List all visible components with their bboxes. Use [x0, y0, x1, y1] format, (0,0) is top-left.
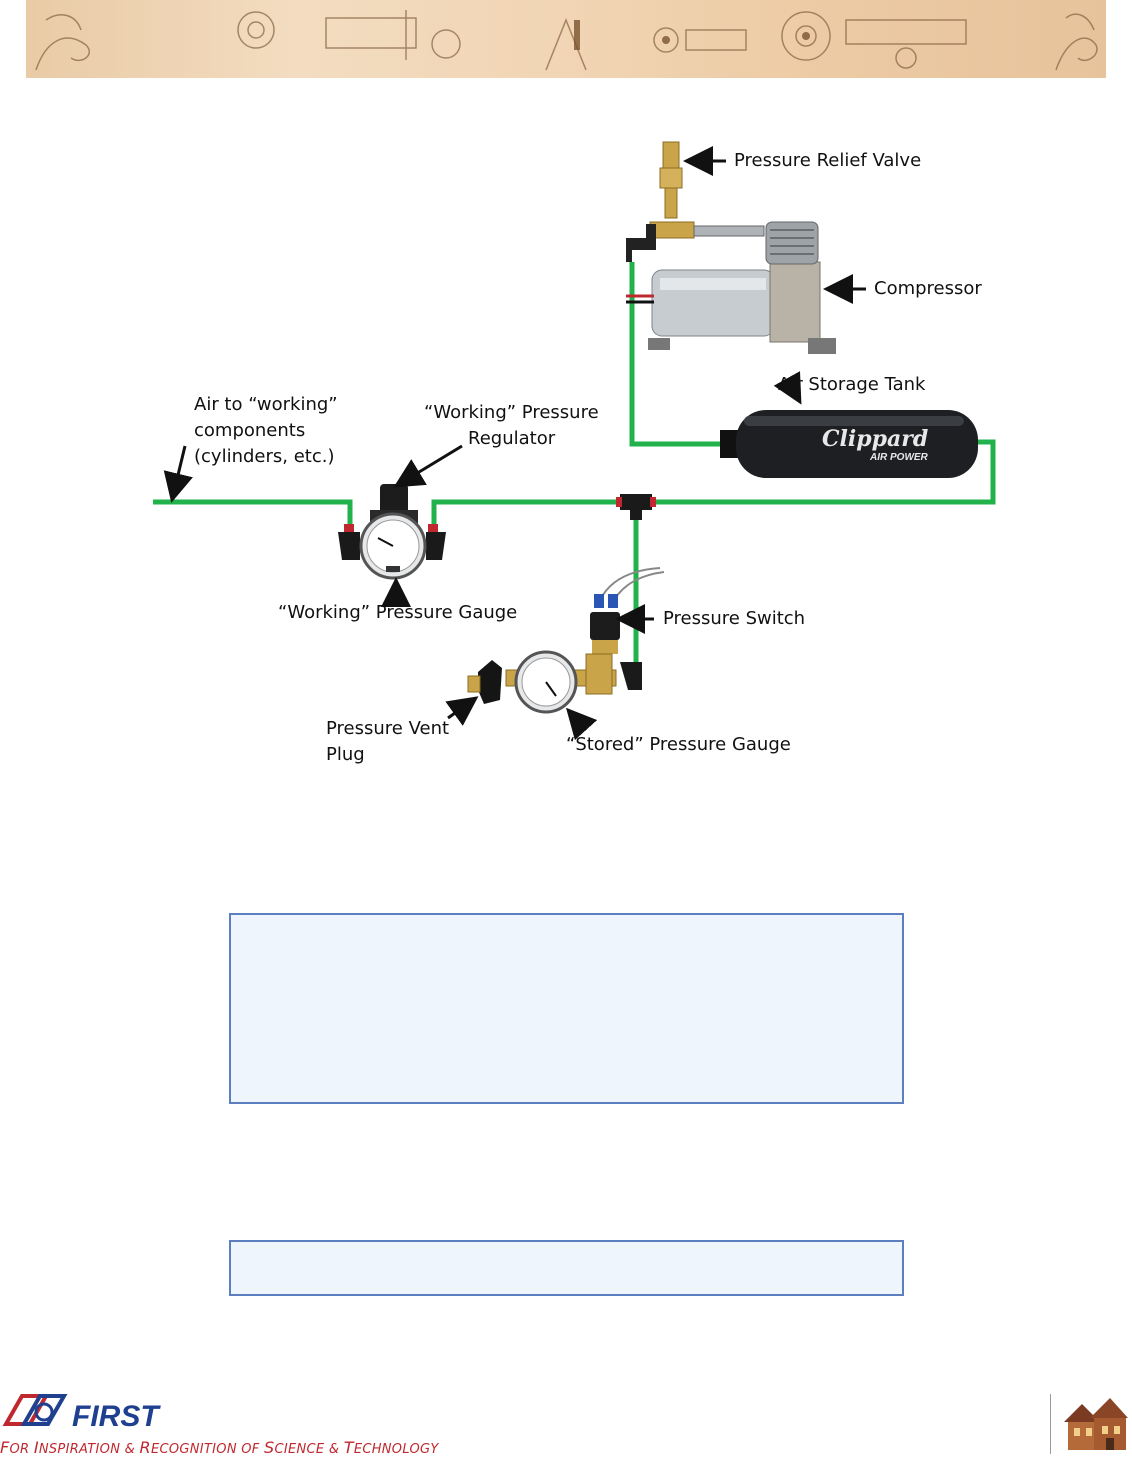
label-air-to-working-line3: (cylinders, etc.) [194, 446, 335, 467]
info-box-large [229, 913, 904, 1104]
tagline-word: OR [9, 1442, 34, 1457]
air-storage-tank: Clippard AIR POWER [720, 410, 978, 478]
label-air-to-working-line2: components [194, 420, 306, 441]
label-pressure-relief-valve: Pressure Relief Valve [734, 150, 922, 171]
pneumatic-diagram: Clippard AIR POWER [153, 141, 996, 741]
label-compressor: Compressor [874, 278, 982, 299]
tagline-initial: I [33, 1438, 39, 1457]
compressor [626, 221, 836, 354]
mansion-icon [1064, 1398, 1128, 1450]
stored-pressure-gauge [514, 650, 578, 714]
tube-compressor-to-tank [629, 262, 725, 447]
tube-working-out [153, 499, 353, 530]
label-working-regulator-line2: Regulator [468, 428, 556, 449]
footer-divider [1050, 1394, 1051, 1454]
arrow-vent-plug [445, 696, 479, 726]
arrow-working-out [163, 445, 193, 503]
pressure-switch [590, 567, 665, 654]
first-logo-mark: FIRST [2, 1394, 161, 1433]
pressure-relief-valve [659, 141, 683, 219]
label-working-regulator-line1: “Working” Pressure [424, 402, 599, 423]
label-working-gauge: “Working” Pressure Gauge [278, 602, 518, 623]
tank-brand-text: Clippard [822, 426, 928, 452]
label-vent-plug-line2: Plug [326, 744, 365, 765]
arrow-stored-gauge [565, 707, 598, 741]
working-pressure-gauge [359, 512, 427, 580]
first-logo-text: FIRST [72, 1400, 161, 1433]
first-logo: FIRST [0, 1388, 180, 1441]
info-box-small [229, 1240, 904, 1296]
label-air-to-working-line1: Air to “working” [194, 394, 338, 415]
label-air-storage-tank: Air Storage Tank [778, 374, 926, 395]
main-tee [616, 494, 656, 520]
tube-main [431, 439, 996, 530]
tank-sub-text: AIR POWER [869, 452, 929, 463]
tubing [153, 262, 996, 680]
arrow-regulator [393, 444, 463, 488]
tagline-word: ECOGNITION OF [150, 1442, 265, 1457]
label-pressure-switch: Pressure Switch [663, 608, 806, 629]
brass-tee [626, 221, 765, 262]
label-stored-gauge: “Stored” Pressure Gauge [566, 734, 791, 755]
footer-tagline: FOR INSPIRATION & RECOGNITION OF SCIENCE… [0, 1438, 439, 1457]
tagline-word: ECHNOLOGY [353, 1442, 439, 1457]
pressure-vent-plug [467, 660, 502, 704]
label-vent-plug-line1: Pressure Vent [326, 718, 450, 739]
tagline-initial: S [264, 1438, 275, 1457]
tagline-word: NSPIRATION & [38, 1442, 140, 1457]
banner-artwork [35, 10, 1098, 71]
tagline-initial: R [139, 1438, 151, 1457]
tagline-initial: F [0, 1438, 10, 1457]
header-banner [26, 0, 1106, 78]
tagline-initial: T [343, 1438, 354, 1457]
mansion-illustration [1060, 1392, 1130, 1459]
arrow-tank [773, 371, 802, 405]
tagline-word: CIENCE & [274, 1442, 344, 1457]
